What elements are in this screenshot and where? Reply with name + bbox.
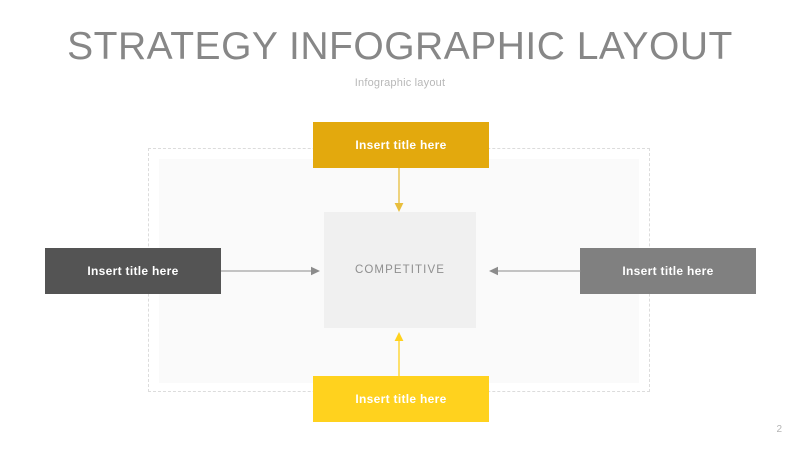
node-bottom-label: Insert title here xyxy=(355,392,447,406)
node-top[interactable]: Insert title here xyxy=(313,122,489,168)
page-title: STRATEGY INFOGRAPHIC LAYOUT xyxy=(67,25,733,68)
arrow-left-icon xyxy=(489,266,581,276)
arrow-up-icon xyxy=(394,332,404,376)
node-right-label: Insert title here xyxy=(622,264,714,278)
node-right[interactable]: Insert title here xyxy=(580,248,756,294)
arrow-down-icon xyxy=(394,168,404,212)
arrow-right-icon xyxy=(221,266,320,276)
node-bottom[interactable]: Insert title here xyxy=(313,376,489,422)
node-left[interactable]: Insert title here xyxy=(45,248,221,294)
center-node-competitive[interactable]: COMPETITIVE xyxy=(324,212,476,328)
node-top-label: Insert title here xyxy=(355,138,447,152)
page-subtitle: Infographic layout xyxy=(354,77,446,89)
page-number: 2 xyxy=(776,424,782,435)
node-left-label: Insert title here xyxy=(87,264,179,278)
center-node-label: COMPETITIVE xyxy=(354,264,446,276)
